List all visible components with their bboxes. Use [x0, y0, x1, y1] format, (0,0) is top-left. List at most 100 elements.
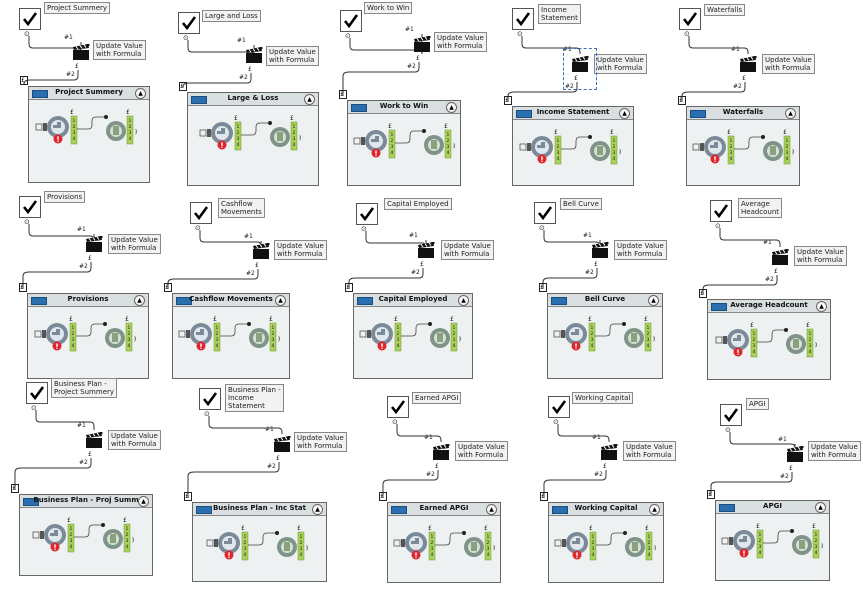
clapperboard-icon[interactable]: [413, 35, 431, 53]
checkbox-tool[interactable]: [26, 382, 48, 404]
checkbox-tool[interactable]: [340, 10, 362, 32]
clapperboard-icon[interactable]: [245, 46, 263, 64]
collapse-button[interactable]: ▲: [446, 102, 457, 113]
clapperboard-icon[interactable]: [771, 248, 789, 266]
container-header[interactable]: Business Plan - Inc Stat▲: [193, 503, 326, 516]
currency-marker: £: [594, 261, 598, 268]
container-header[interactable]: Capital Employed▲: [354, 294, 472, 307]
checkbox-tool[interactable]: [534, 202, 556, 224]
checkbox-tool[interactable]: [720, 404, 742, 426]
container-header[interactable]: Large & Loss▲: [188, 93, 318, 106]
checkbox-tool[interactable]: [710, 200, 732, 222]
collapse-button[interactable]: ▲: [619, 108, 630, 119]
svg-text:2: 2: [613, 144, 616, 150]
collapse-button[interactable]: ▲: [138, 496, 149, 507]
container-header[interactable]: Work to Win▲: [348, 101, 460, 114]
collapse-button[interactable]: ▲: [816, 301, 827, 312]
container-header[interactable]: Earned APGI ▲: [388, 503, 500, 516]
container-header[interactable]: Income Statement▲: [513, 107, 633, 120]
svg-text:£: £: [444, 123, 448, 130]
collapse-button[interactable]: ▲: [815, 502, 826, 513]
container-header[interactable]: APGI▲: [716, 501, 829, 514]
checkbox-tool[interactable]: [19, 196, 41, 218]
collapse-button[interactable]: ▲: [486, 504, 497, 515]
tool-label: Large and Loss: [202, 10, 261, 22]
collapse-button[interactable]: ▲: [135, 88, 146, 99]
clapperboard-icon[interactable]: [571, 55, 589, 73]
container-header[interactable]: Project Summery▲: [29, 87, 149, 100]
collapse-button[interactable]: ▲: [304, 94, 315, 105]
checkbox-tool[interactable]: [356, 203, 378, 225]
anchor-label-1: #1: [244, 233, 253, 240]
checkbox-tool[interactable]: [512, 8, 534, 30]
input-anchor-icon: [178, 330, 190, 338]
clapperboard-icon[interactable]: [739, 55, 757, 73]
checkbox-tool[interactable]: [548, 396, 570, 418]
collapse-button[interactable]: ▲: [458, 295, 469, 306]
container-header[interactable]: Cashflow Movements▲: [173, 294, 289, 307]
collapse-button[interactable]: ▲: [649, 504, 660, 515]
clapperboard-icon[interactable]: [273, 435, 291, 453]
container-header[interactable]: Working Capital▲: [549, 503, 663, 516]
container-header[interactable]: Waterfalls▲: [687, 107, 799, 120]
container-header[interactable]: Bell Curve▲: [548, 294, 662, 307]
check-icon: [515, 12, 531, 27]
clapperboard-icon[interactable]: [786, 445, 804, 463]
clapperboard-icon[interactable]: [72, 43, 90, 61]
checkbox-tool[interactable]: [679, 8, 701, 30]
checkbox-tool[interactable]: [190, 202, 212, 224]
checkbox-tool[interactable]: [178, 12, 200, 34]
collapse-button[interactable]: ▲: [275, 295, 286, 306]
anchor-out-icon: ⊙: [31, 404, 37, 412]
svg-text:1: 1: [237, 124, 240, 130]
formula-tool-icon: [704, 136, 726, 164]
checkbox-tool[interactable]: [19, 8, 41, 30]
svg-text:£: £: [125, 316, 129, 323]
svg-text:1: 1: [243, 534, 246, 540]
currency-marker: £: [416, 55, 420, 62]
container-title: Earned APGI: [419, 504, 469, 512]
container-input-marker: £: [379, 492, 387, 501]
container-header[interactable]: Average Headcount▲: [708, 300, 830, 313]
clapperboard-icon[interactable]: [85, 431, 103, 449]
anchor-out-icon: ⊙: [361, 225, 367, 233]
container-header[interactable]: Business Plan - Proj Summ▲: [20, 495, 152, 508]
clapperboard-icon[interactable]: [600, 443, 618, 461]
svg-text:3: 3: [72, 337, 75, 343]
clapperboard-icon[interactable]: [252, 242, 270, 260]
anchor-label-1: #1: [763, 239, 772, 246]
checkbox-tool[interactable]: [199, 388, 221, 410]
input-anchor-icon: [393, 539, 405, 547]
svg-text:1: 1: [557, 138, 560, 144]
collapse-button[interactable]: ▲: [785, 108, 796, 119]
collapse-button[interactable]: ▲: [134, 295, 145, 306]
collapse-button[interactable]: ▲: [312, 504, 323, 515]
svg-text:3: 3: [759, 544, 762, 550]
clapperboard-icon[interactable]: [432, 443, 450, 461]
clapperboard-icon[interactable]: [85, 235, 103, 253]
clapperboard-icon[interactable]: [591, 241, 609, 259]
svg-text:4: 4: [786, 156, 789, 162]
collapse-button[interactable]: ▲: [648, 295, 659, 306]
checkbox-tool[interactable]: [387, 396, 409, 418]
container-header[interactable]: Provisions▲: [28, 294, 148, 307]
anchor-label-1: #1: [592, 434, 601, 441]
clapperboard-icon[interactable]: [417, 241, 435, 259]
